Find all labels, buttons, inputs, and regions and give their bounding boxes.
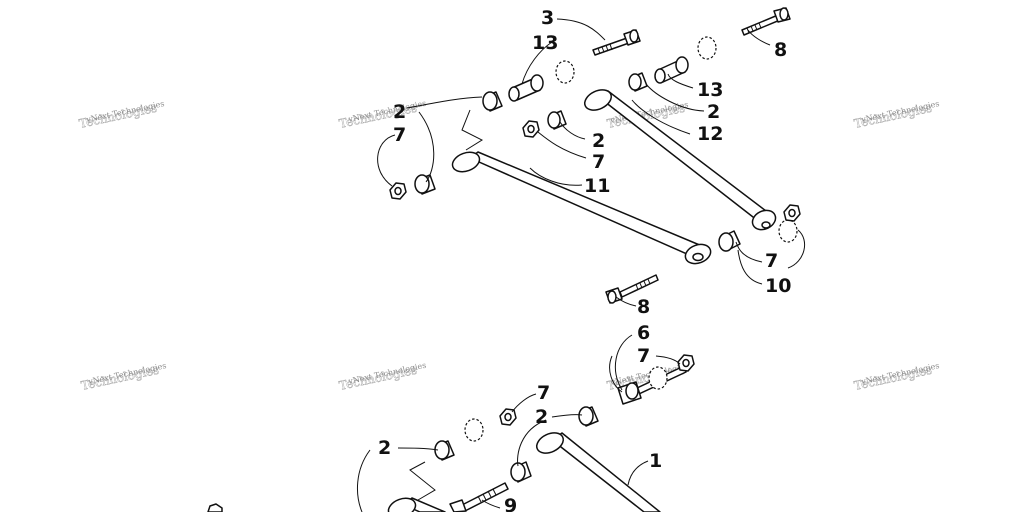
control-arm-lower-left — [387, 497, 446, 512]
callout-8-top: 8 — [774, 39, 787, 61]
callout-1: 1 — [649, 450, 662, 472]
watermark-bottom-left: Technologies vNext Technologies — [80, 361, 168, 393]
nut-7-a — [522, 120, 540, 138]
bolt-9 — [449, 482, 509, 512]
callout-12: 12 — [697, 123, 723, 145]
control-arm-1 — [536, 432, 661, 512]
nut-7-d — [677, 354, 695, 372]
watermark-bottom-right: Technologies vNext Technologies — [853, 361, 941, 393]
washer-bottom-b — [464, 418, 484, 442]
callout-7-left: 7 — [393, 124, 406, 146]
callout-7-top-right: 7 — [637, 345, 650, 367]
bolt-8-lower — [605, 274, 659, 304]
watermark-top-right: Technologies vNext Technologies — [853, 99, 941, 131]
callout-3: 3 — [541, 7, 554, 29]
nut-partial-bottom-left — [207, 503, 223, 512]
bushing-2-e — [578, 406, 599, 427]
bushing-2-g — [510, 461, 532, 483]
bolt-8-top — [741, 7, 791, 36]
washer-bottom-a — [648, 366, 668, 390]
callout-2-bottom-left: 2 — [378, 437, 391, 459]
washer-top-c — [778, 219, 798, 243]
bushing-2-d — [414, 174, 436, 195]
bushing-2-a — [482, 91, 503, 112]
bushing-13-left — [508, 74, 544, 102]
nut-7-b — [389, 182, 407, 200]
watermark-top-left: Technologies vNext Technologies — [78, 99, 166, 131]
leader-lines-bottom — [357, 334, 681, 512]
washer-top-a — [555, 60, 575, 84]
callout-6: 6 — [637, 322, 650, 344]
callout-2-bottom-center: 2 — [535, 406, 548, 428]
nut-7-c — [783, 204, 801, 222]
callout-2-right: 2 — [707, 101, 720, 123]
bolt-3 — [592, 29, 641, 56]
control-arm-11 — [451, 151, 712, 265]
leader-lines-top — [377, 18, 806, 307]
bushing-2-f — [434, 440, 455, 461]
callout-13-right: 13 — [697, 79, 723, 101]
control-arm-12 — [584, 89, 777, 231]
watermark-top-center: Technologies vNext Technologies — [338, 99, 428, 131]
callout-9: 9 — [504, 495, 517, 512]
bushing-2-c — [628, 72, 648, 92]
watermark-bottom-center: Technologies vNext Technologies — [338, 361, 428, 393]
washer-top-b — [697, 36, 717, 60]
callout-11: 11 — [584, 175, 610, 197]
callout-2-left: 2 — [393, 101, 406, 123]
bushing-10 — [718, 230, 741, 252]
nut-7-e — [499, 408, 517, 426]
callout-7-bottom: 7 — [537, 382, 550, 404]
callout-13-left: 13 — [532, 32, 558, 54]
bushing-13-right — [654, 56, 689, 84]
callout-7-center: 7 — [592, 151, 605, 173]
callout-7-right: 7 — [765, 250, 778, 272]
callout-8-lower: 8 — [637, 296, 650, 318]
callout-2-center: 2 — [592, 130, 605, 152]
callout-10: 10 — [765, 275, 791, 297]
